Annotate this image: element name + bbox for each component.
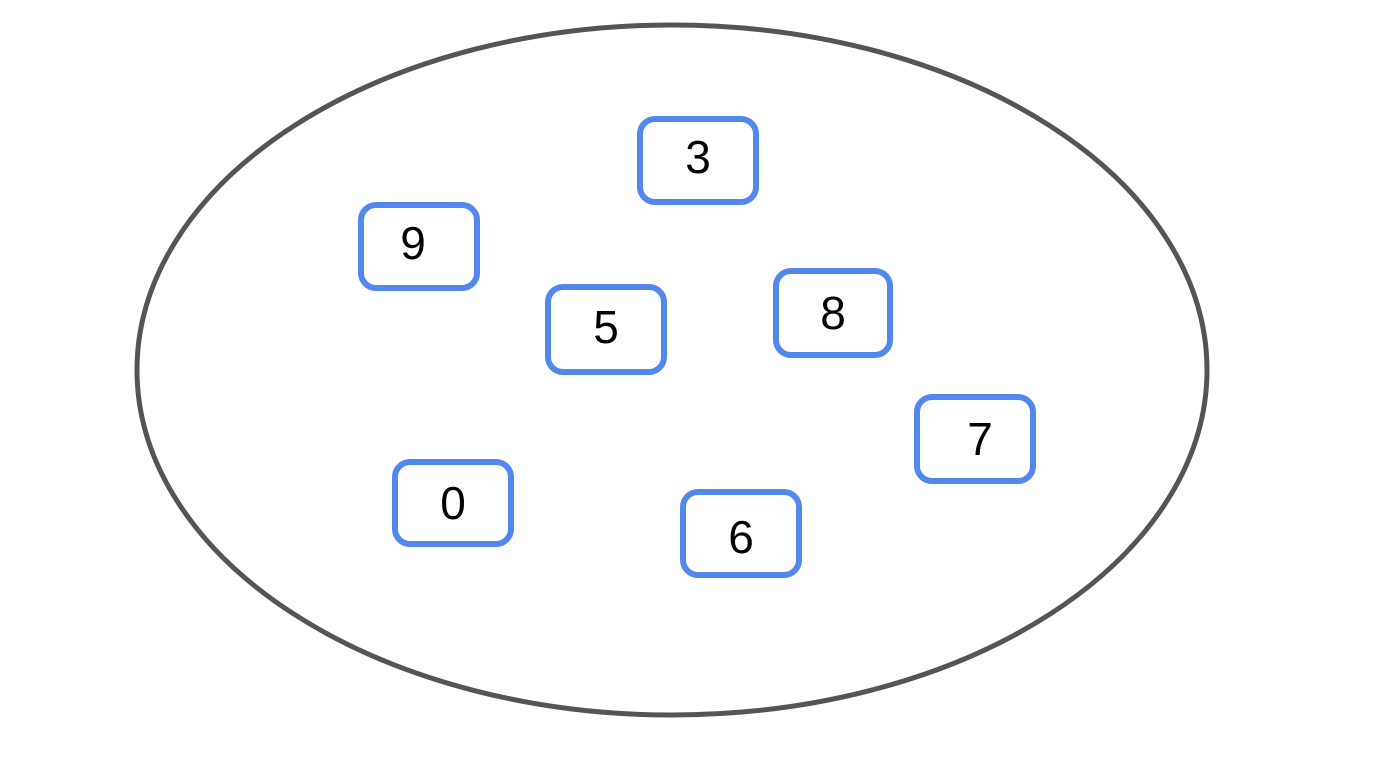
node-7[interactable]: 7 (914, 394, 1036, 484)
node-5[interactable]: 5 (545, 284, 667, 375)
set-ellipse (134, 22, 1210, 718)
node-9-label: 9 (400, 216, 426, 269)
node-0-label: 0 (440, 477, 466, 529)
node-7-label: 7 (967, 413, 993, 465)
node-0[interactable]: 0 (392, 459, 514, 547)
node-6-label: 6 (728, 510, 754, 563)
node-3[interactable]: 3 (637, 116, 759, 205)
node-6[interactable]: 6 (680, 489, 802, 578)
node-5-label: 5 (593, 300, 619, 353)
node-9[interactable]: 9 (358, 202, 480, 291)
node-3-label: 3 (685, 130, 711, 183)
node-8[interactable]: 8 (773, 268, 893, 358)
node-8-label: 8 (820, 287, 846, 339)
